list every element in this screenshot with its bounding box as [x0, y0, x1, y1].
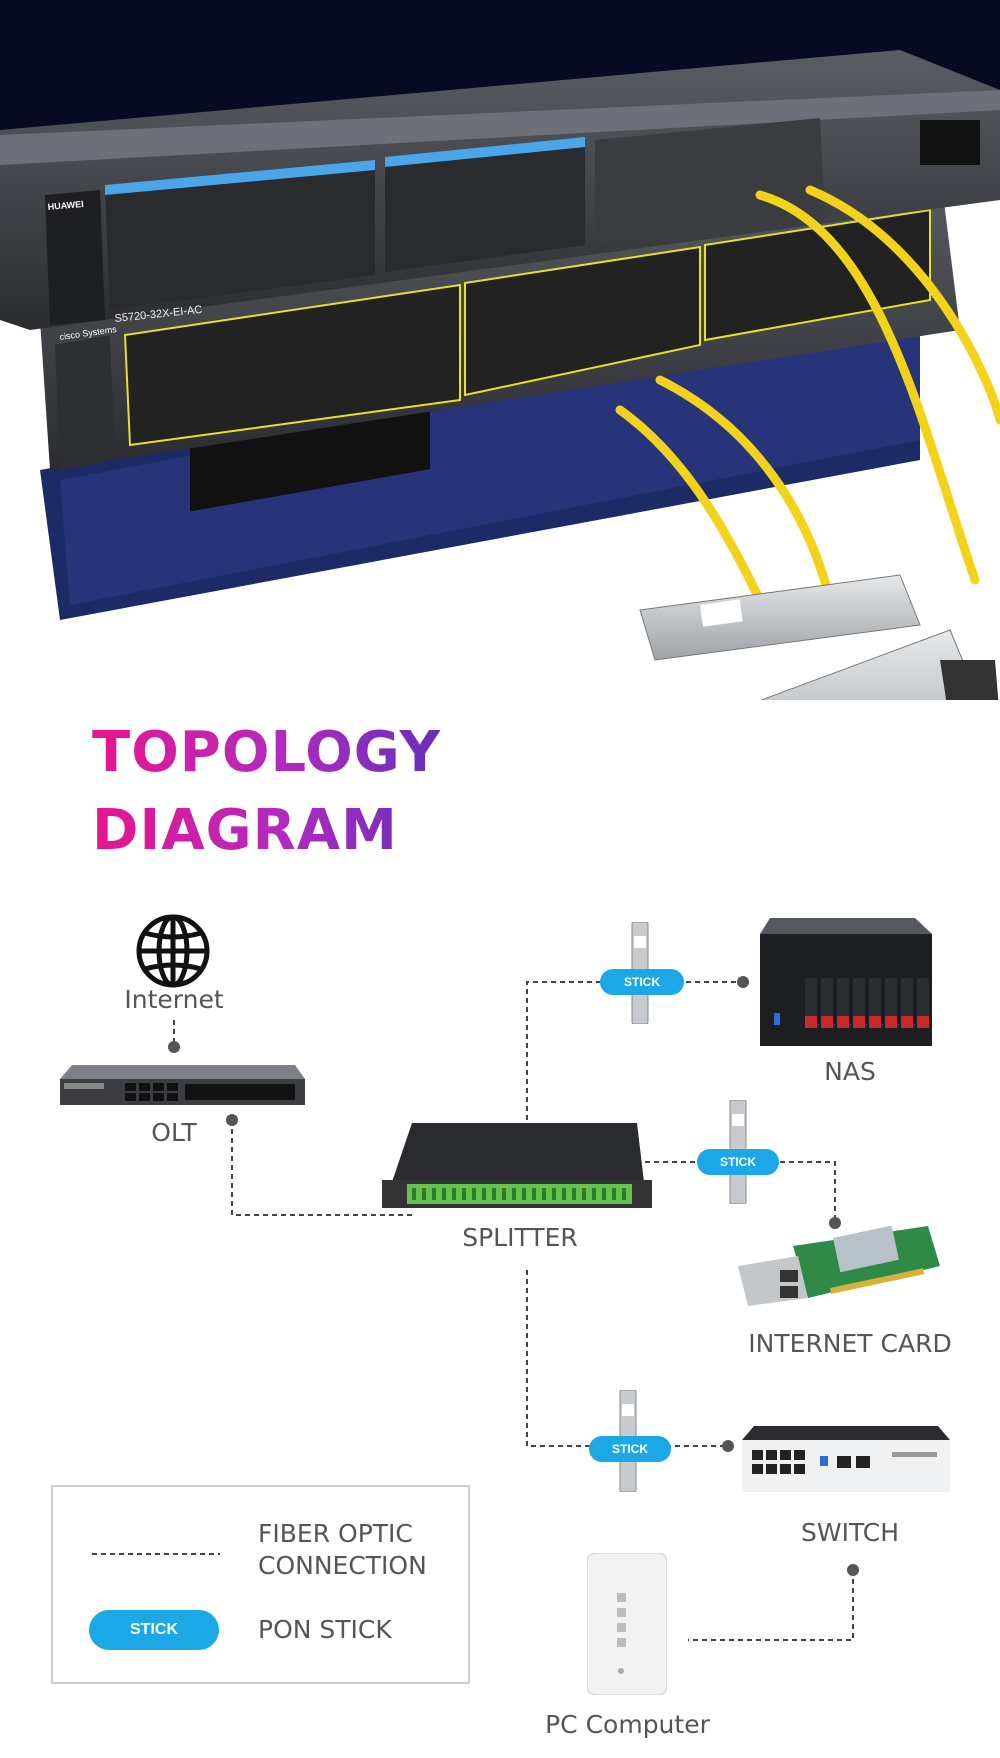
pc-computer-image [587, 1553, 667, 1695]
sfp-module-2 [759, 629, 999, 700]
huawei-switch: HUAWEI S5720-32X-EI-AC [0, 50, 1000, 330]
stick-badge-nas: STICK [600, 969, 684, 995]
sfp-module-1 [639, 574, 921, 661]
legend-box [51, 1485, 470, 1684]
nas-device-image [760, 918, 932, 1046]
legend-dashed-line [92, 1553, 220, 1555]
pc-computer-label: PC Computer [545, 1710, 710, 1739]
hero-product-photo: cisco Systems HUAWEI S5720-32X-EI-AC [0, 0, 1000, 700]
svg-text:HUAWEI: HUAWEI [47, 199, 84, 212]
internet-card-label: INTERNET CARD [748, 1329, 952, 1358]
switch-label: SWITCH [800, 1518, 900, 1547]
legend-stick-desc: PON STICK [258, 1615, 392, 1644]
switch-device-image [742, 1426, 950, 1492]
cisco-switch: cisco Systems [40, 170, 960, 470]
legend-fiber-line-1: FIBER OPTIC [258, 1519, 413, 1548]
legend-stick-badge: STICK [89, 1610, 219, 1650]
stick-badge-switch: STICK [589, 1436, 671, 1462]
splitter-label: SPLITTER [462, 1223, 578, 1252]
olt-device-image [60, 1065, 305, 1105]
splitter-device-image [382, 1123, 652, 1208]
internet-label: Internet [124, 985, 224, 1014]
globe-icon [136, 914, 210, 988]
stick-badge-card: STICK [697, 1149, 779, 1175]
legend-fiber-line-2: CONNECTION [258, 1551, 427, 1580]
title-line-1: TOPOLOGY [92, 725, 512, 781]
fiber-cables [615, 185, 1000, 605]
olt-label: OLT [151, 1118, 197, 1147]
internet-card-image [738, 1226, 940, 1306]
title-line-2: DIAGRAM [92, 803, 512, 859]
nas-label: NAS [824, 1057, 876, 1086]
